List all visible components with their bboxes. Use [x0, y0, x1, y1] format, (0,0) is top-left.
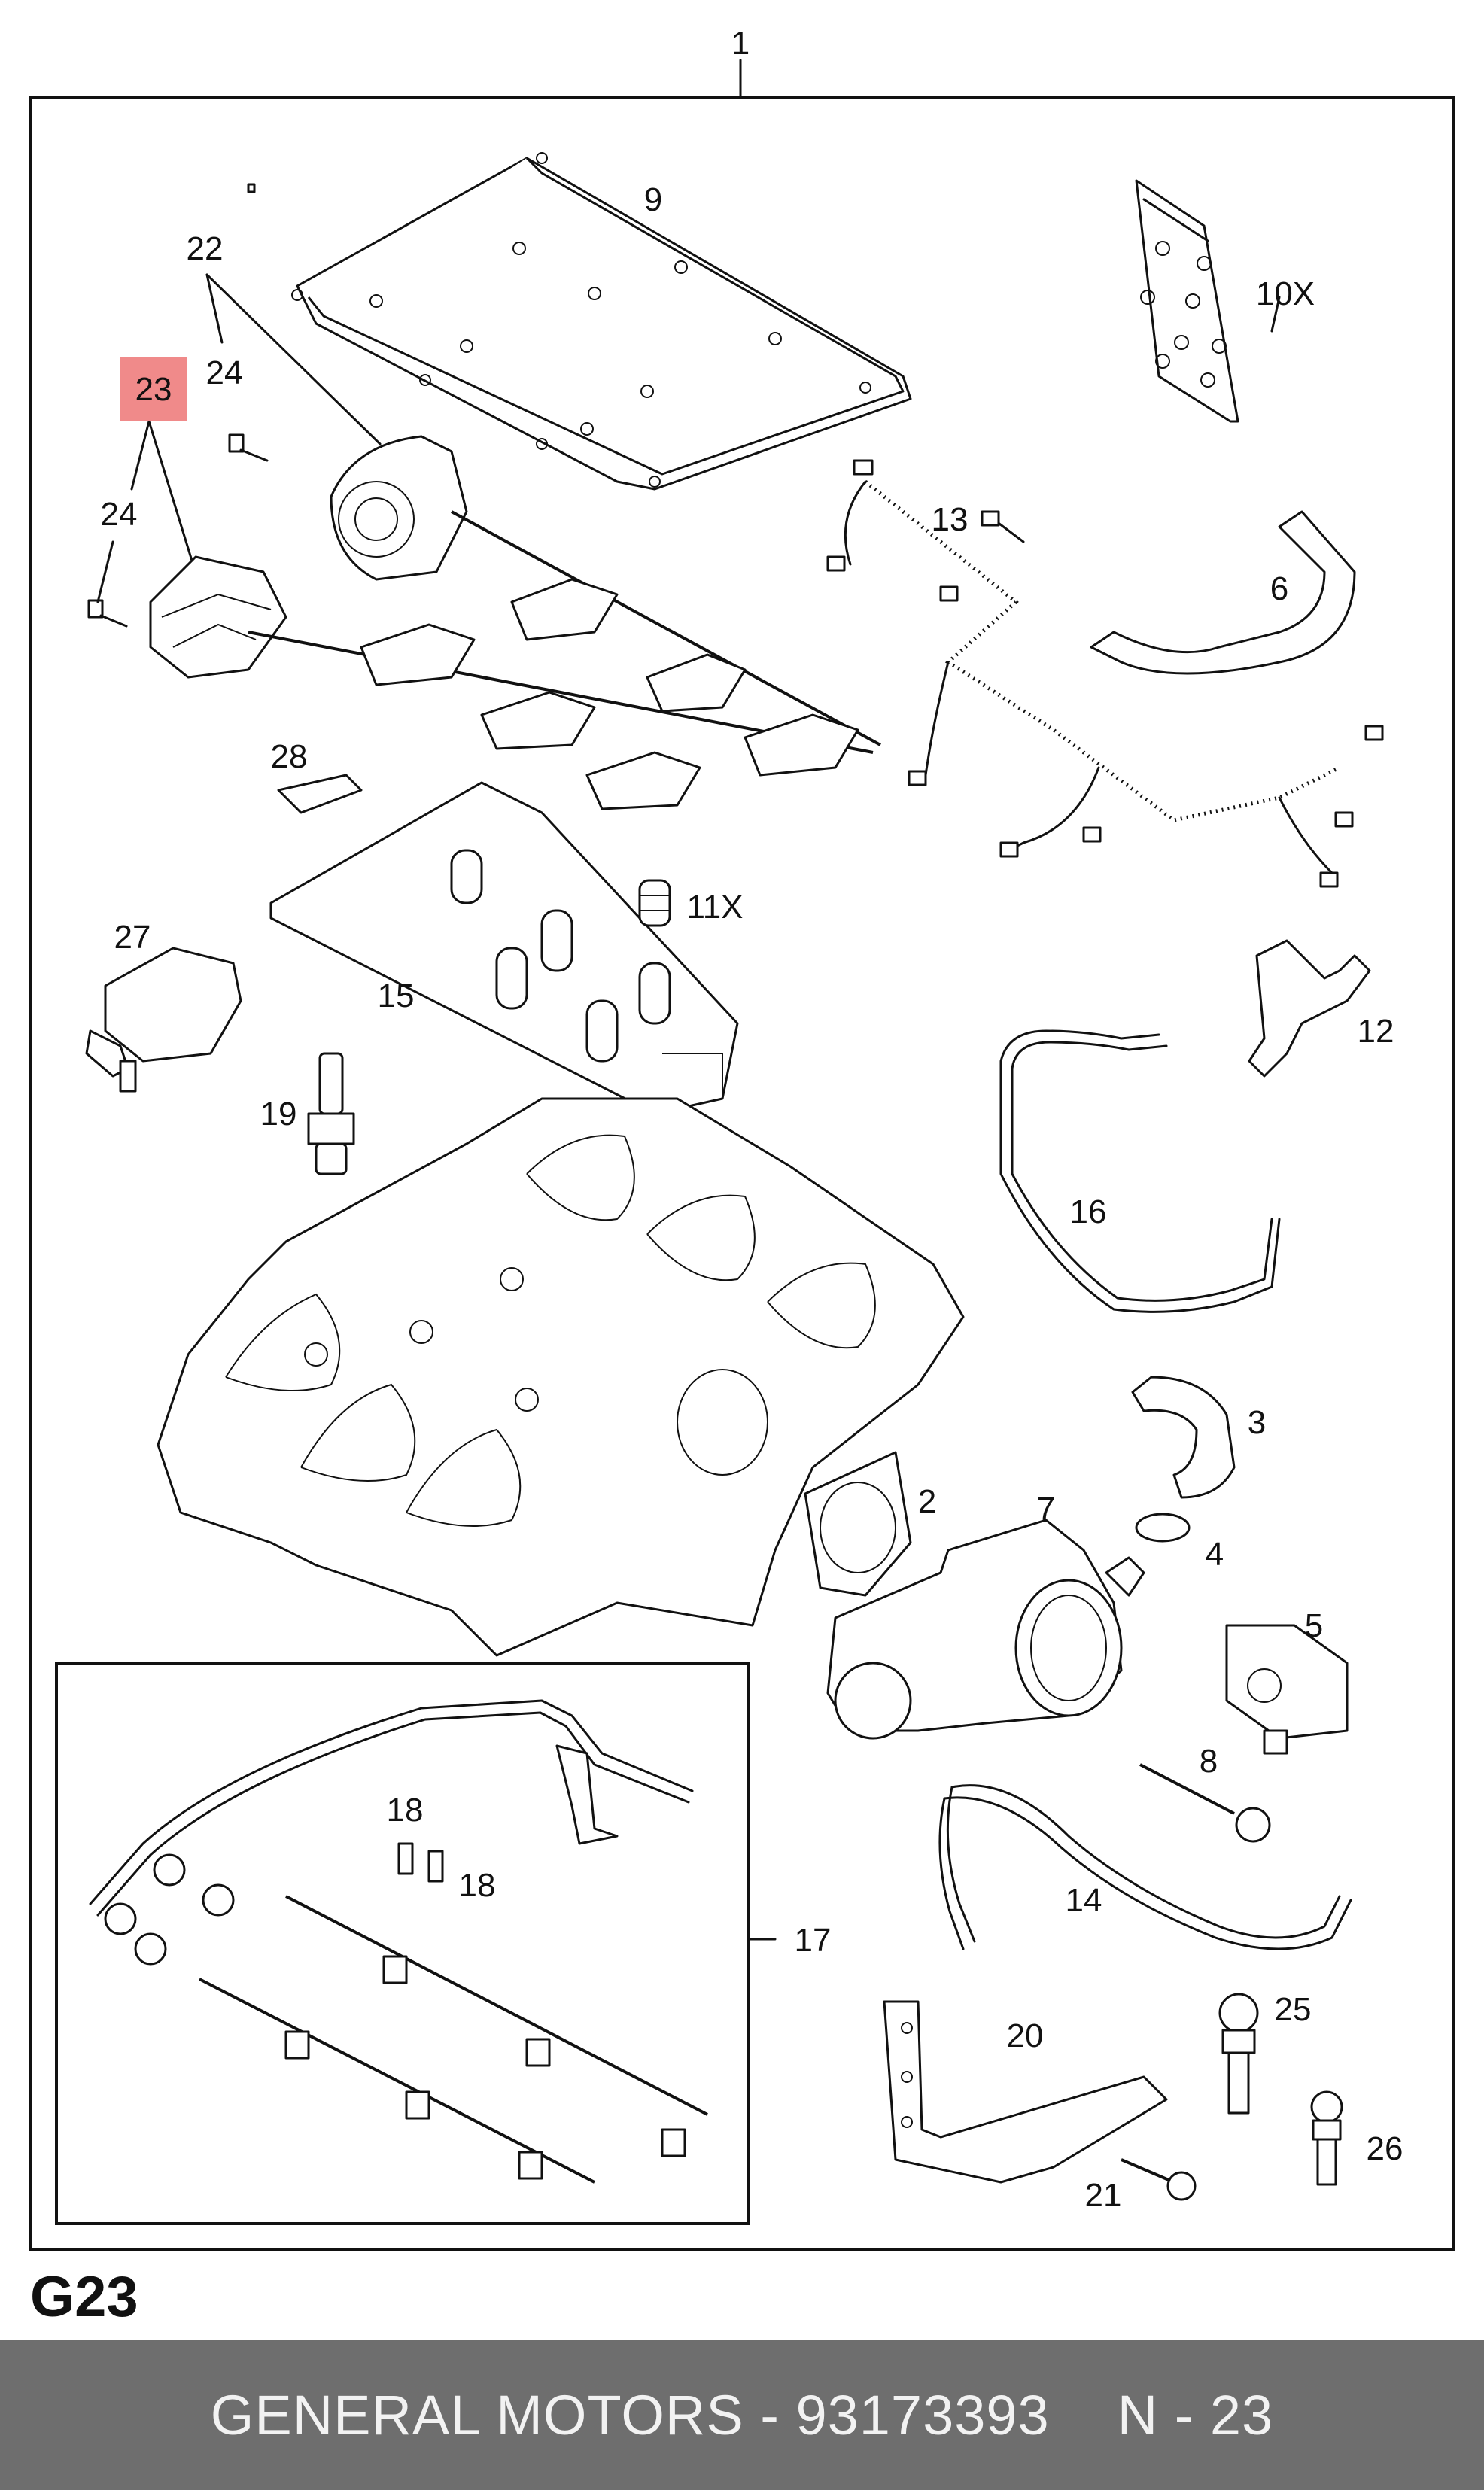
- part-20-bracket: [883, 2000, 1168, 2184]
- part-22-actuator: [247, 183, 468, 581]
- label-23: 23: [135, 371, 172, 408]
- part-14-hose: [938, 1784, 1352, 1950]
- label-26: 26: [1367, 2130, 1403, 2167]
- part-17-inset-box: [55, 1662, 777, 2225]
- label-10x: 10X: [1256, 275, 1315, 312]
- part-19-sensor: [307, 1052, 355, 1175]
- label-27: 27: [114, 919, 151, 956]
- label-21: 21: [1085, 2177, 1122, 2214]
- part-24-screw: [228, 433, 269, 462]
- part-5-bracket: [1225, 1624, 1349, 1755]
- label-20: 20: [1007, 2017, 1044, 2054]
- flap-shaft-assembly: [248, 510, 881, 810]
- footer-ref: N - 23: [1117, 2384, 1274, 2446]
- label-7: 7: [1037, 1491, 1055, 1528]
- part-8-bolt: [1139, 1763, 1271, 1843]
- part-21-bolt: [1121, 2158, 1197, 2201]
- label-17: 17: [795, 1922, 832, 1959]
- main-frame: [29, 59, 1455, 2251]
- part-9-cover-plate: [291, 152, 912, 491]
- part-25-ball-stud: [1218, 1993, 1259, 2115]
- label-5: 5: [1305, 1607, 1323, 1644]
- part-2-gasket: [804, 1451, 912, 1597]
- label-25: 25: [1275, 1991, 1312, 2028]
- label-12: 12: [1358, 1013, 1394, 1050]
- label-24-top: 24: [206, 354, 243, 391]
- part-26-ball-stud: [1310, 2090, 1343, 2186]
- label-8: 8: [1200, 1743, 1218, 1780]
- footer-brand: GENERAL MOTORS: [210, 2384, 744, 2446]
- label-14: 14: [1066, 1882, 1102, 1919]
- part-3-hose: [1131, 1376, 1236, 1499]
- part-12-injector: [1248, 939, 1371, 1078]
- group-code: G23: [30, 2265, 138, 2329]
- label-18-right: 18: [459, 1867, 496, 1904]
- label-28: 28: [271, 738, 308, 775]
- label-24-left: 24: [101, 496, 138, 533]
- callout-labels: 1 9 10X 22 24 23 24 13 6 28 11X 27 15 12…: [101, 25, 1403, 2214]
- footer-dash: -: [744, 2384, 796, 2446]
- footer-bar: GENERAL MOTORS - 93173393 N - 23: [0, 2340, 1484, 2490]
- label-15: 15: [378, 977, 415, 1014]
- label-16: 16: [1070, 1193, 1107, 1230]
- part-6-hose: [1090, 510, 1356, 675]
- part-23-actuator: [149, 555, 287, 679]
- part-24-screw: [87, 599, 128, 628]
- label-1: 1: [731, 25, 750, 62]
- label-3: 3: [1248, 1404, 1266, 1441]
- part-16-vacuum-line: [999, 1029, 1281, 1313]
- exploded-parts-diagram: .p { fill: #fff; stroke: #111; stroke-wi…: [29, 25, 1455, 2329]
- part-13-wiring-harness: [826, 459, 1384, 888]
- label-6: 6: [1270, 570, 1288, 607]
- part-7-throttle-body: [826, 1519, 1145, 1740]
- label-2: 2: [918, 1483, 936, 1520]
- intake-manifold: [157, 1097, 965, 1657]
- leader-lines: [96, 273, 1281, 603]
- part-15-rail: [269, 781, 739, 1115]
- part-10x-screw-bag: [1135, 179, 1239, 423]
- label-4: 4: [1206, 1536, 1224, 1573]
- label-18-top: 18: [387, 1792, 424, 1829]
- part-27-valve: [85, 947, 242, 1093]
- label-19: 19: [260, 1096, 297, 1133]
- label-13: 13: [932, 501, 969, 538]
- label-22: 22: [187, 230, 224, 267]
- label-11x: 11X: [686, 889, 743, 926]
- part-4-clamp: [1135, 1513, 1191, 1543]
- part-11x-grommet: [638, 879, 671, 927]
- part-23-highlight: [120, 357, 187, 421]
- part-28-clip: [277, 774, 363, 814]
- label-9: 9: [644, 181, 662, 218]
- footer-part-number: 93173393: [795, 2384, 1050, 2446]
